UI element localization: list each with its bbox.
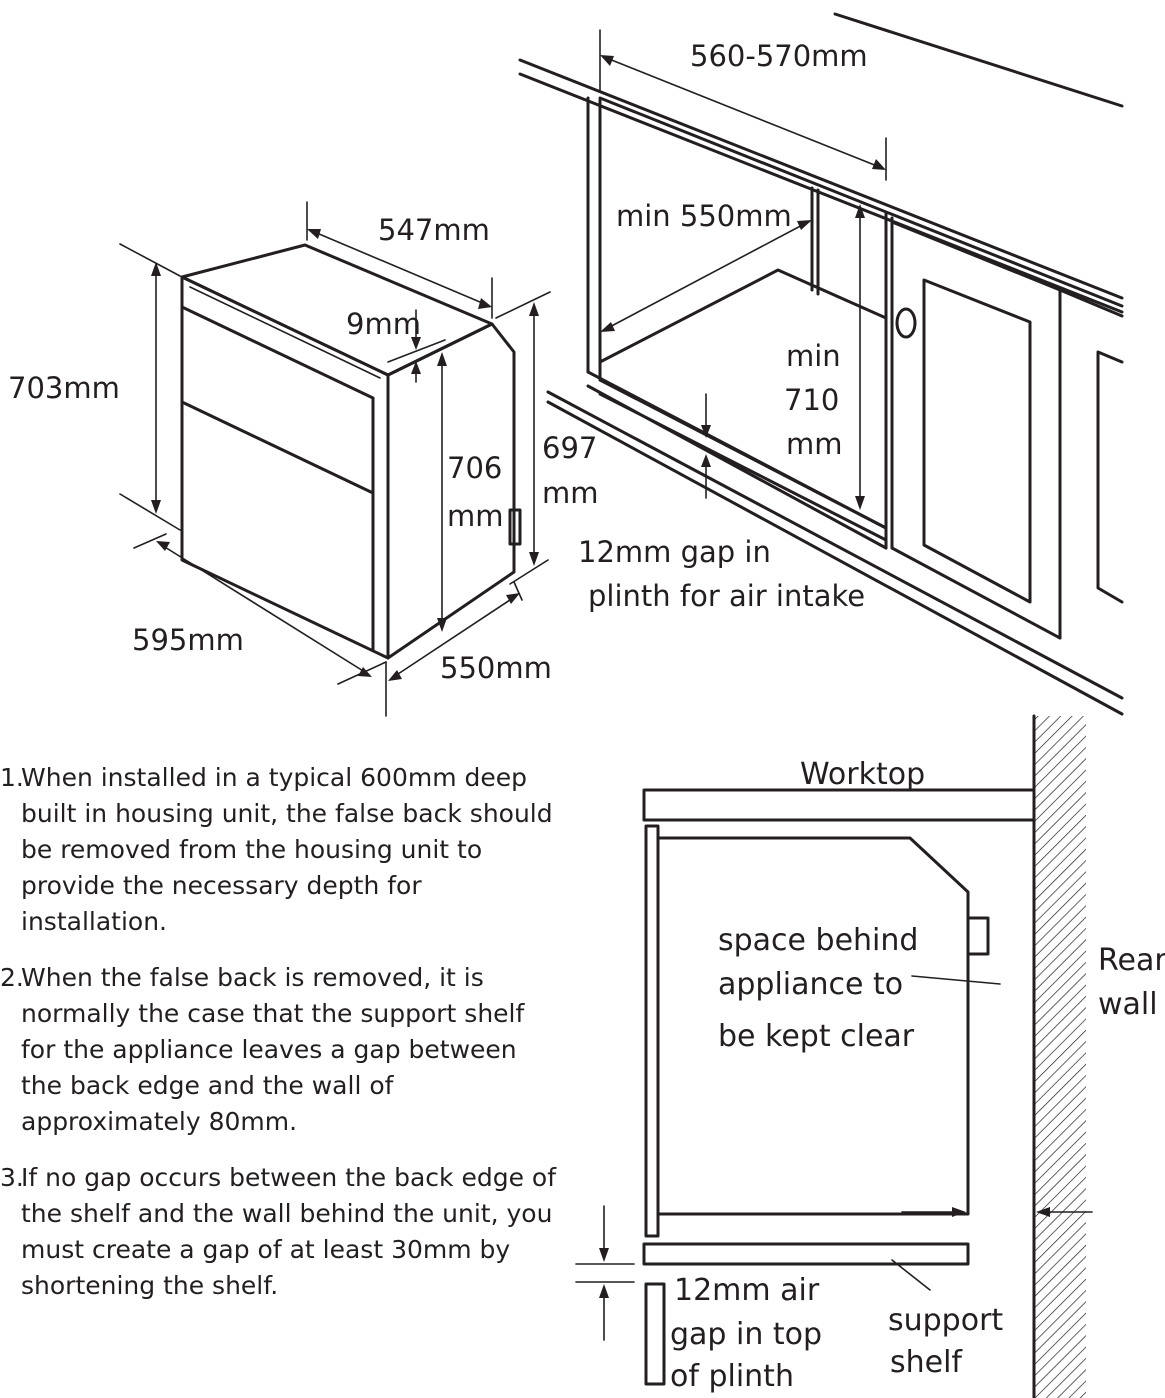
label-min-width: min 550mm xyxy=(616,199,792,233)
label-space-3: be kept clear xyxy=(718,1019,915,1054)
dim-depth-550 xyxy=(385,581,523,717)
section-gap-arrows xyxy=(901,1207,1093,1217)
label-support-2: shelf xyxy=(890,1345,963,1380)
label-body-height-706: 706 xyxy=(447,451,502,485)
adjacent-door xyxy=(890,220,1062,640)
note-number: 3. xyxy=(0,1163,24,1192)
label-space-1: space behind xyxy=(718,923,918,958)
label-air-gap-1: 12mm air xyxy=(674,1273,820,1308)
note-text: When installed in a typical 600mm deep b… xyxy=(21,763,553,936)
label-air-gap-2: gap in top xyxy=(670,1317,822,1352)
cabinet-worktop xyxy=(518,12,1124,314)
section-oven-bracket xyxy=(966,916,990,956)
cabinet-shelf-front xyxy=(586,370,888,550)
dim-plinth-gap-12 xyxy=(701,393,711,499)
label-depth-550: 550mm xyxy=(440,651,552,685)
label-support-1: support xyxy=(888,1303,1003,1338)
dim-air-gap-12 xyxy=(575,1205,635,1341)
note-number: 1. xyxy=(0,763,24,792)
label-min-height-3: mm xyxy=(786,427,843,461)
label-top-depth-547: 547mm xyxy=(378,213,490,247)
worktop-slab xyxy=(642,788,1036,822)
label-side-height-unit: mm xyxy=(542,476,599,510)
label-height-703: 703mm xyxy=(8,371,120,405)
dim-width-595 xyxy=(133,533,387,685)
label-worktop: Worktop xyxy=(800,757,925,792)
plinth xyxy=(644,1282,666,1386)
label-rear-wall-2: wall xyxy=(1098,987,1158,1022)
dim-fascia-9 xyxy=(387,309,446,383)
oven-rear-bracket xyxy=(508,508,522,546)
oven-side-face xyxy=(386,322,516,660)
note-item: 1. When installed in a typical 600mm dee… xyxy=(0,760,560,940)
oven-drawing: 703mm 547mm 9mm 706 mm xyxy=(8,201,599,717)
dim-outer-width-560-570 xyxy=(599,29,887,181)
rear-wall xyxy=(1034,716,1086,1398)
label-min-height-1: min xyxy=(786,339,841,373)
note-text: If no gap occurs between the back edge o… xyxy=(21,1163,557,1300)
note-item: 3. If no gap occurs between the back edg… xyxy=(0,1160,560,1304)
dim-body-height-706 xyxy=(437,352,447,632)
cabinet-plinth xyxy=(546,390,1124,716)
oven-control-panel xyxy=(180,305,375,652)
support-shelf xyxy=(642,1242,970,1266)
label-side-height-697: 697 xyxy=(542,431,597,465)
note-number: 2. xyxy=(0,963,24,992)
installation-notes: 1. When installed in a typical 600mm dee… xyxy=(0,760,560,1324)
oven-front-inner-edge xyxy=(189,286,381,379)
cabinet-inner-back xyxy=(810,186,820,296)
next-cupboard xyxy=(1058,288,1124,640)
label-rear-wall-1: Rear xyxy=(1098,943,1165,978)
dim-top-depth-547 xyxy=(306,201,493,319)
label-width-595: 595mm xyxy=(132,623,244,657)
note-text: When the false back is removed, it is no… xyxy=(21,963,525,1136)
label-air-gap-3: of plinth xyxy=(670,1359,794,1394)
section-drawing: Worktop space behind appliance to be kep… xyxy=(575,714,1165,1398)
label-min-height-2: 710 xyxy=(784,383,839,417)
dim-min-height-710 xyxy=(855,204,865,510)
label-fascia-9: 9mm xyxy=(346,307,421,341)
label-outer-width: 560-570mm xyxy=(690,39,868,73)
cabinet-drawing: 560-570mm min 550mm min 710 mm 12mm gap … xyxy=(518,12,1124,716)
note-item: 2. When the false back is removed, it is… xyxy=(0,960,560,1140)
section-oven-body xyxy=(656,836,970,1216)
label-plinth-gap-2: plinth for air intake xyxy=(588,579,865,613)
label-plinth-gap-1: 12mm gap in xyxy=(578,535,771,569)
section-oven-front xyxy=(644,824,660,1238)
oven-top-face xyxy=(180,243,494,377)
cabinet-left-panel xyxy=(586,96,602,382)
dim-min-width-550 xyxy=(600,220,812,332)
adjacent-door-panel xyxy=(922,278,1032,604)
dim-side-height-697 xyxy=(495,291,551,585)
door-knob xyxy=(895,307,917,339)
dim-height-703 xyxy=(119,243,181,531)
label-space-2: appliance to xyxy=(718,967,903,1002)
label-body-height-unit: mm xyxy=(447,499,504,533)
